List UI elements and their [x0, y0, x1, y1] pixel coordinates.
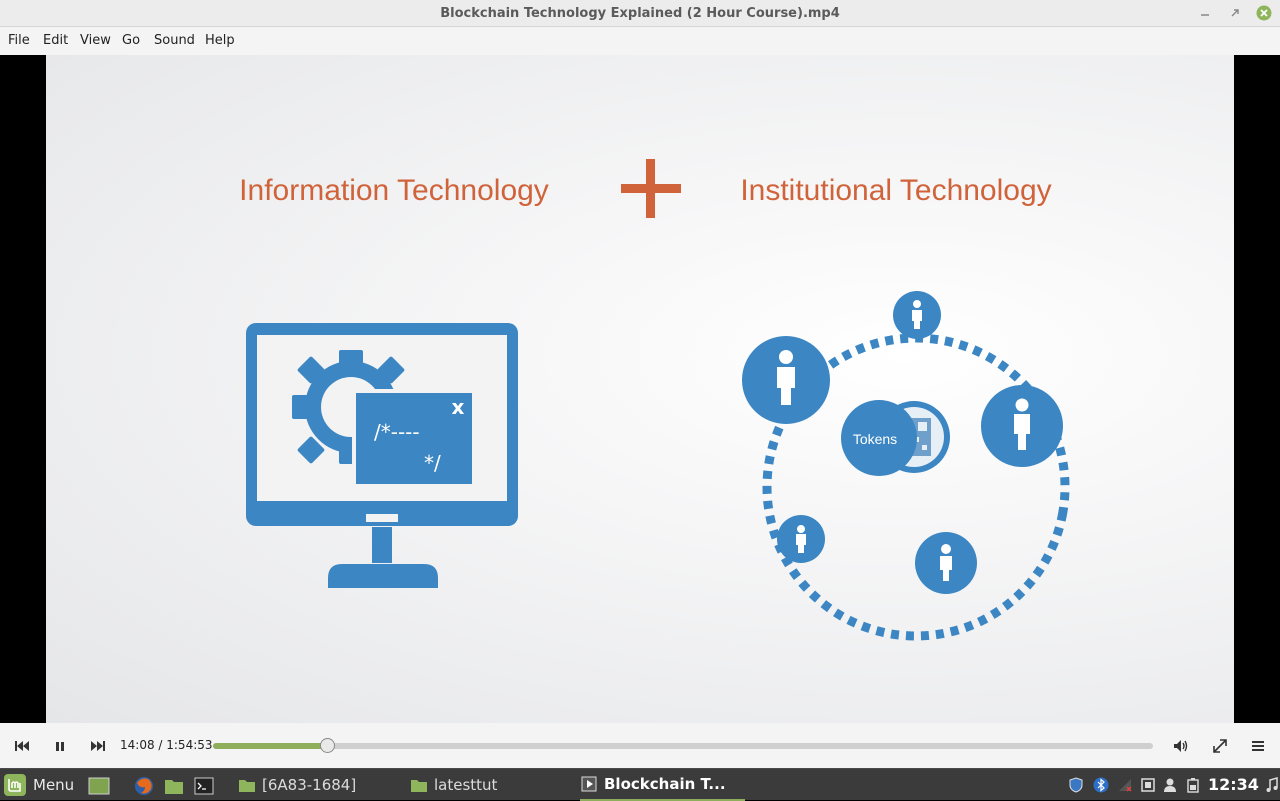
folder-icon — [239, 780, 255, 792]
hamburger-menu-icon[interactable] — [1249, 737, 1267, 755]
plus-icon — [621, 159, 681, 218]
files-icon[interactable] — [163, 775, 185, 797]
task-folder-latesttut[interactable]: latesttut — [410, 769, 497, 801]
video-player-icon — [581, 776, 597, 792]
menu-edit[interactable]: Edit — [43, 33, 69, 48]
battery-icon[interactable] — [1185, 777, 1201, 793]
bluetooth-icon[interactable] — [1093, 777, 1109, 793]
user-icon[interactable] — [1162, 777, 1178, 793]
tokens-circle — [841, 400, 917, 476]
task-folder-6a83[interactable]: [6A83-1684] — [238, 769, 356, 801]
shield-icon[interactable] — [1068, 777, 1084, 793]
show-desktop-icon[interactable] — [88, 775, 110, 797]
video-frame[interactable]: Information Technology Institutional Tec… — [46, 55, 1234, 723]
person-node-icon — [893, 291, 941, 339]
folder-icon — [411, 780, 427, 792]
network-disconnected-icon[interactable] — [1117, 777, 1133, 793]
volume-icon[interactable] — [1172, 737, 1190, 755]
seek-handle[interactable] — [320, 738, 335, 753]
skip-back-icon[interactable] — [13, 737, 31, 755]
person-node-icon — [777, 515, 825, 563]
minimize-icon[interactable] — [1197, 5, 1213, 21]
skip-forward-icon[interactable] — [89, 737, 107, 755]
left-heading: Information Technology — [239, 174, 549, 207]
menu-help[interactable]: Help — [205, 33, 235, 48]
window-titlebar: Blockchain Technology Explained (2 Hour … — [0, 0, 1280, 27]
person-node-icon — [742, 336, 830, 424]
person-node-icon — [915, 532, 977, 594]
maximize-icon[interactable] — [1227, 5, 1243, 21]
display-icon[interactable] — [1140, 777, 1156, 793]
start-menu-button[interactable]: Menu — [3, 772, 74, 798]
right-heading: Institutional Technology — [740, 174, 1051, 207]
close-icon[interactable] — [1256, 5, 1272, 21]
music-note-icon[interactable] — [1264, 777, 1280, 793]
video-area[interactable]: Information Technology Institutional Tec… — [0, 55, 1280, 723]
time-display: 14:08 / 1:54:53 — [120, 738, 213, 752]
menu-go[interactable]: Go — [122, 33, 141, 48]
player-controls: 14:08 / 1:54:53 — [0, 723, 1280, 768]
svg-text:/*----: /*---- — [374, 420, 420, 444]
taskbar: Menu [6A83-1684] latesttut Blockchain T.… — [0, 768, 1280, 801]
menu-file[interactable]: File — [8, 33, 30, 48]
computer-monitor-icon: x /*---- */ — [246, 323, 518, 588]
menu-view[interactable]: View — [80, 33, 111, 48]
slide-graphic: Information Technology Institutional Tec… — [239, 159, 1070, 641]
svg-text:x: x — [452, 395, 465, 419]
clock: 12:34 — [1208, 775, 1259, 794]
tokens-label: Tokens — [853, 431, 897, 447]
terminal-icon[interactable] — [193, 775, 215, 797]
menu-sound[interactable]: Sound — [154, 33, 195, 48]
token-network-icon: Tokens — [742, 291, 1070, 641]
code-window-icon: x /*---- */ — [352, 389, 476, 487]
seek-progress — [213, 743, 328, 749]
fullscreen-icon[interactable] — [1211, 737, 1229, 755]
task-video-player[interactable]: Blockchain T... — [580, 769, 745, 801]
menu-bar: File Edit View Go Sound Help — [0, 27, 1280, 55]
pause-icon[interactable] — [51, 737, 69, 755]
window-title: Blockchain Technology Explained (2 Hour … — [440, 6, 840, 21]
start-menu-label: Menu — [33, 776, 75, 794]
firefox-icon[interactable] — [133, 775, 155, 797]
svg-text:*/: */ — [424, 451, 441, 475]
mint-logo-icon — [4, 774, 26, 796]
seek-bar[interactable] — [213, 738, 1153, 753]
person-node-icon — [981, 385, 1063, 467]
